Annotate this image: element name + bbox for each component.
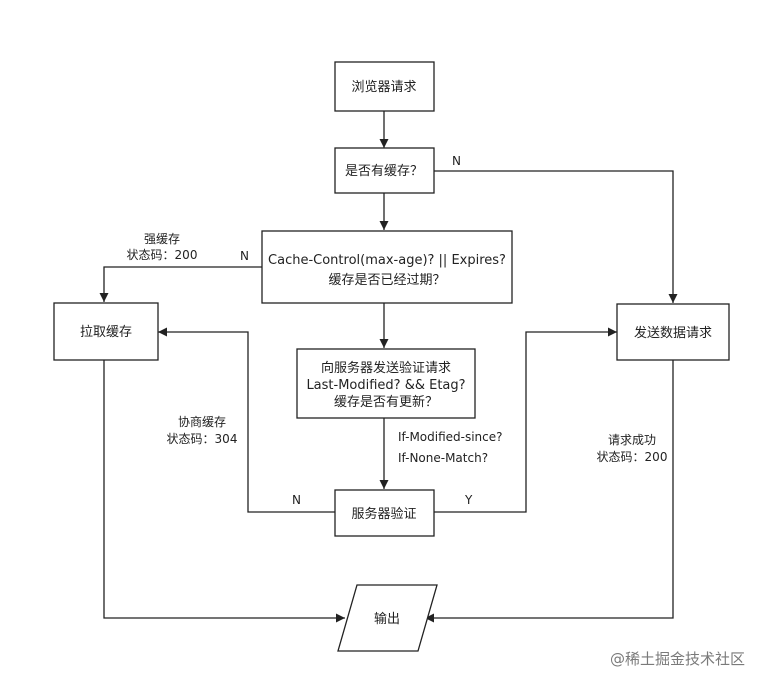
watermark: @稀土掘金技术社区 xyxy=(610,650,745,668)
node-has-cache: 是否有缓存？ xyxy=(334,147,435,194)
node-pull-cache-box xyxy=(53,302,159,361)
label-success-line1: 请求成功 xyxy=(608,433,656,447)
node-pull-cache: 拉取缓存 xyxy=(53,302,159,361)
node-has-cache-label: 是否有缓存？ xyxy=(345,164,423,179)
node-validate-line1: 向服务器发送验证请求 xyxy=(321,360,451,376)
edge-labels: N 强缓存 状态码：200 N If-Modified-since? If-No… xyxy=(127,154,668,507)
connectors xyxy=(99,111,678,623)
edge-cache-valid-to-pull-cache xyxy=(99,266,262,302)
label-negotiated-line1: 协商缓存 xyxy=(178,414,226,429)
edge-server-to-send-request xyxy=(434,327,617,513)
node-browser-request-box xyxy=(334,61,435,112)
label-strong-cache-n: N xyxy=(240,249,249,263)
label-success-line2: 状态码：200 xyxy=(597,450,668,464)
node-cache-control: Cache-Control(max-age)? || Expires? 缓存是否… xyxy=(261,230,513,304)
node-validate-line3: 缓存是否有更新？ xyxy=(334,394,438,410)
label-validated-y: Y xyxy=(464,493,473,507)
node-send-request: 发送数据请求 xyxy=(616,303,730,361)
label-if-modified-since: If-Modified-since? xyxy=(398,430,503,444)
node-server-validate: 服务器验证 xyxy=(334,489,435,537)
label-if-none-match: If-None-Match? xyxy=(398,451,488,465)
node-validate-line2: Last-Modified? && Etag? xyxy=(306,378,465,393)
label-no-cache-n: N xyxy=(452,154,461,168)
edge-pull-cache-to-output xyxy=(103,360,345,623)
node-server-validate-label: 服务器验证 xyxy=(351,506,416,522)
node-browser-request-label: 浏览器请求 xyxy=(351,79,416,95)
node-cache-control-line1: Cache-Control(max-age)? || Expires? xyxy=(268,253,506,268)
node-cache-control-box xyxy=(261,230,513,304)
label-strong-cache-line1: 强缓存 xyxy=(144,232,180,246)
node-send-request-box xyxy=(616,303,730,361)
label-negotiated-line2: 状态码：304 xyxy=(167,432,238,446)
edge-no-cache-to-send-request xyxy=(434,170,678,303)
edge-send-request-to-output xyxy=(425,360,674,623)
node-output-label: 输出 xyxy=(374,611,400,627)
node-send-request-label: 发送数据请求 xyxy=(634,325,712,341)
label-strong-cache-line2: 状态码：200 xyxy=(127,248,198,262)
edge-server-to-pull-cache xyxy=(158,327,335,513)
node-pull-cache-label: 拉取缓存 xyxy=(80,325,132,340)
label-negotiated-n: N xyxy=(292,493,301,507)
node-browser-request: 浏览器请求 xyxy=(334,61,435,112)
node-server-validate-box xyxy=(334,489,435,537)
node-cache-control-line2: 缓存是否已经过期？ xyxy=(328,273,445,288)
node-has-cache-box xyxy=(334,147,435,194)
node-output-shape xyxy=(337,584,438,652)
node-validate-request: 向服务器发送验证请求 Last-Modified? && Etag? 缓存是否有… xyxy=(296,348,476,419)
node-validate-request-box xyxy=(296,348,476,419)
node-output: 输出 xyxy=(337,584,438,652)
